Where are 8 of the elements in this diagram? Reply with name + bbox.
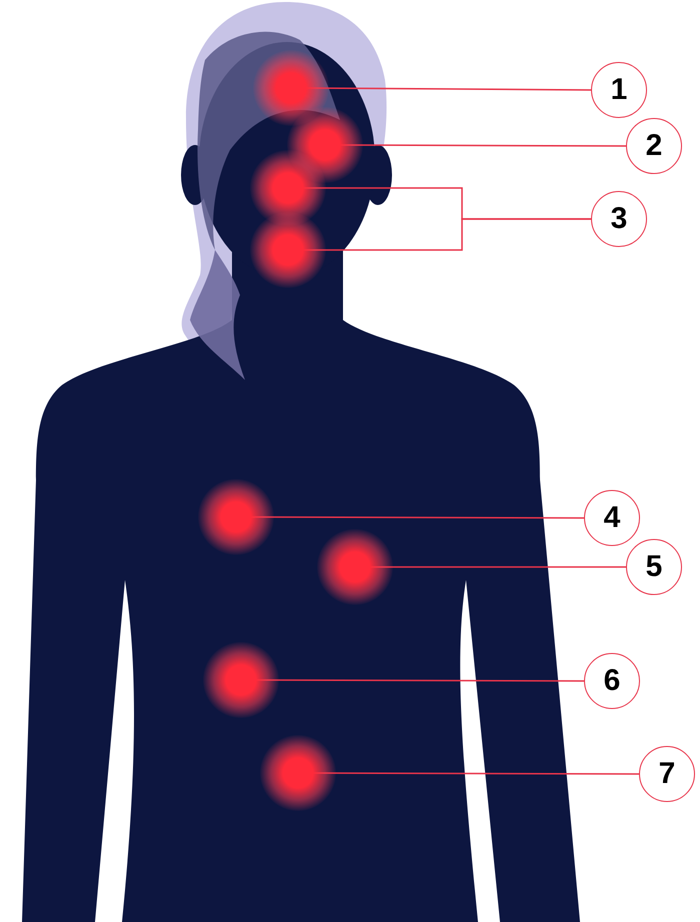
callout-number: 3	[591, 191, 647, 247]
callout-number: 2	[626, 118, 682, 174]
callout-number: 6	[584, 653, 640, 709]
callout-number: 4	[584, 490, 640, 546]
callout-number: 5	[626, 539, 682, 595]
callout-number: 1	[591, 62, 647, 118]
pain-spot	[253, 50, 329, 126]
callout-number: 7	[639, 746, 695, 802]
